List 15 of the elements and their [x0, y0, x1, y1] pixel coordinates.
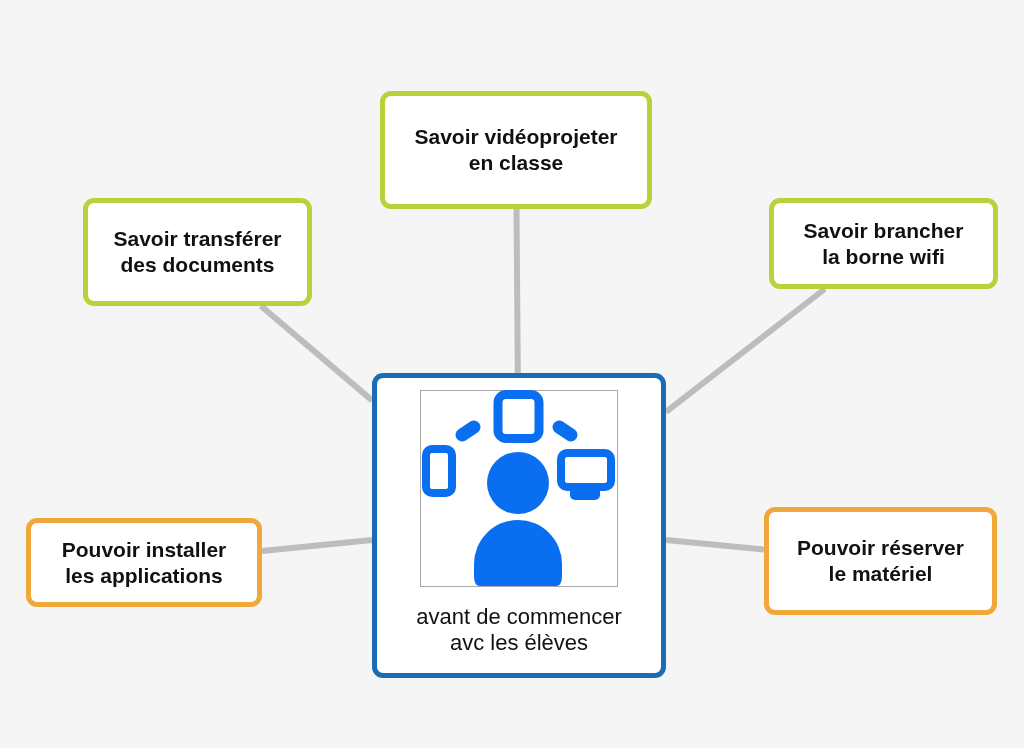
- connector-line: [261, 537, 373, 554]
- topic-label: Pouvoir réserver le matériel: [796, 535, 965, 587]
- central-topic-box: [372, 373, 666, 678]
- topic-box: [769, 198, 998, 289]
- topic-box: [26, 518, 262, 607]
- topic-box: [380, 91, 652, 209]
- connector-line: [665, 536, 765, 553]
- topic-label: Pouvoir installer les applications: [60, 536, 228, 589]
- central-topic-label: avant de commencer avc les élèves: [415, 604, 623, 656]
- topic-label: Savoir vidéoprojeter en classe: [413, 124, 619, 176]
- topic-label: Savoir transférer des documents: [112, 226, 283, 278]
- topic-box: [83, 198, 312, 306]
- topic-box: [764, 507, 997, 615]
- connector-line: [513, 208, 521, 374]
- topic-label: Savoir brancher la borne wifi: [802, 217, 965, 270]
